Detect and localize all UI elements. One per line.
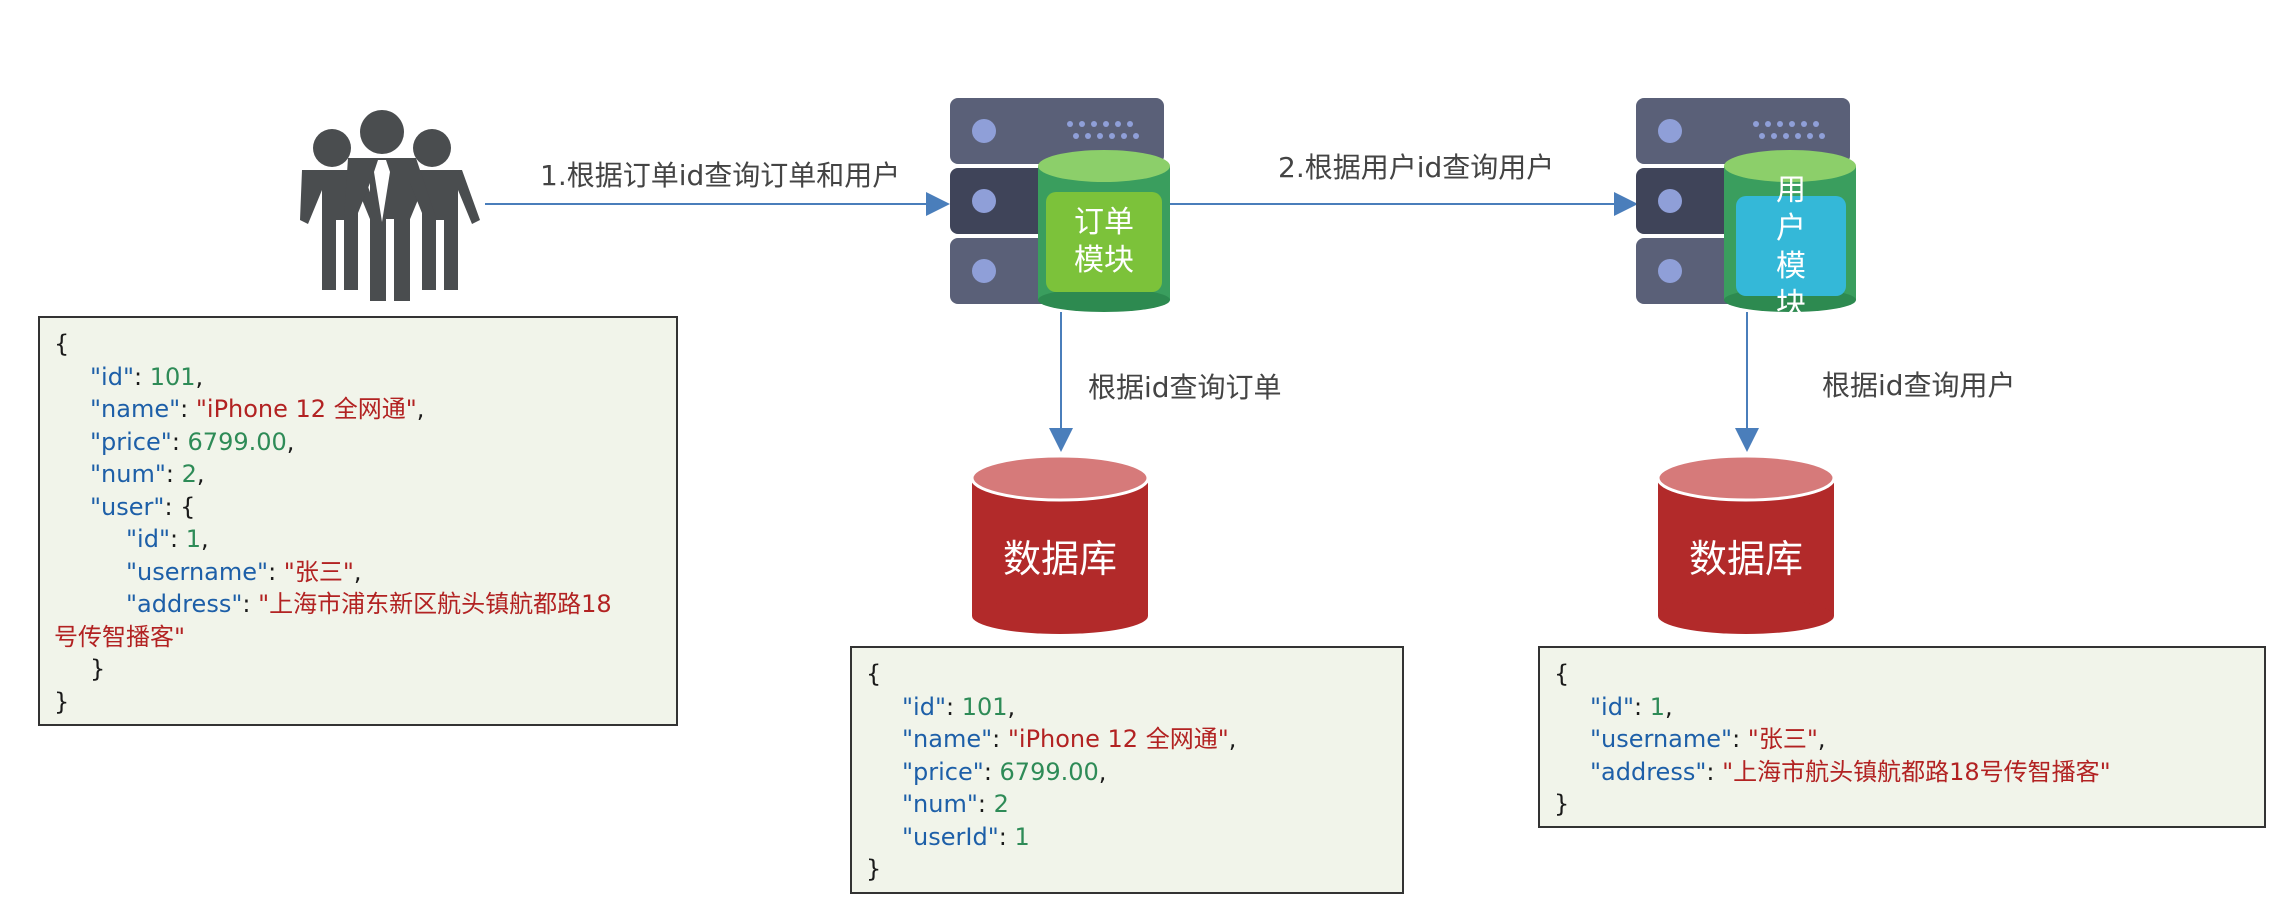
order-json-box: { "id": 101, "name": "iPhone 12 全网通", "p… — [850, 646, 1404, 894]
order-module-cylinder — [1038, 150, 1170, 312]
user-database-icon — [1656, 454, 1836, 634]
user-module-cylinder — [1724, 150, 1856, 312]
step1-label: 1.根据订单id查询订单和用户 — [540, 159, 901, 192]
user-db-label: 数据库 — [1688, 537, 1803, 581]
users-group-icon — [300, 110, 480, 301]
order-db-label: 数据库 — [1002, 537, 1117, 581]
result-json-box: { "id": 101, "name": "iPhone 12 全网通", "p… — [38, 316, 678, 726]
order-module-label: 订单 模块 — [1074, 205, 1134, 278]
user-module-label: 用 户 模 块 — [1776, 173, 1806, 322]
order-database-icon — [970, 454, 1150, 634]
order-db-query-label: 根据id查询订单 — [1088, 371, 1282, 404]
user-json-box: { "id": 1, "username": "张三", "address": … — [1538, 646, 2266, 828]
step2-label: 2.根据用户id查询用户 — [1278, 151, 1555, 184]
user-db-query-label: 根据id查询用户 — [1822, 369, 2016, 402]
